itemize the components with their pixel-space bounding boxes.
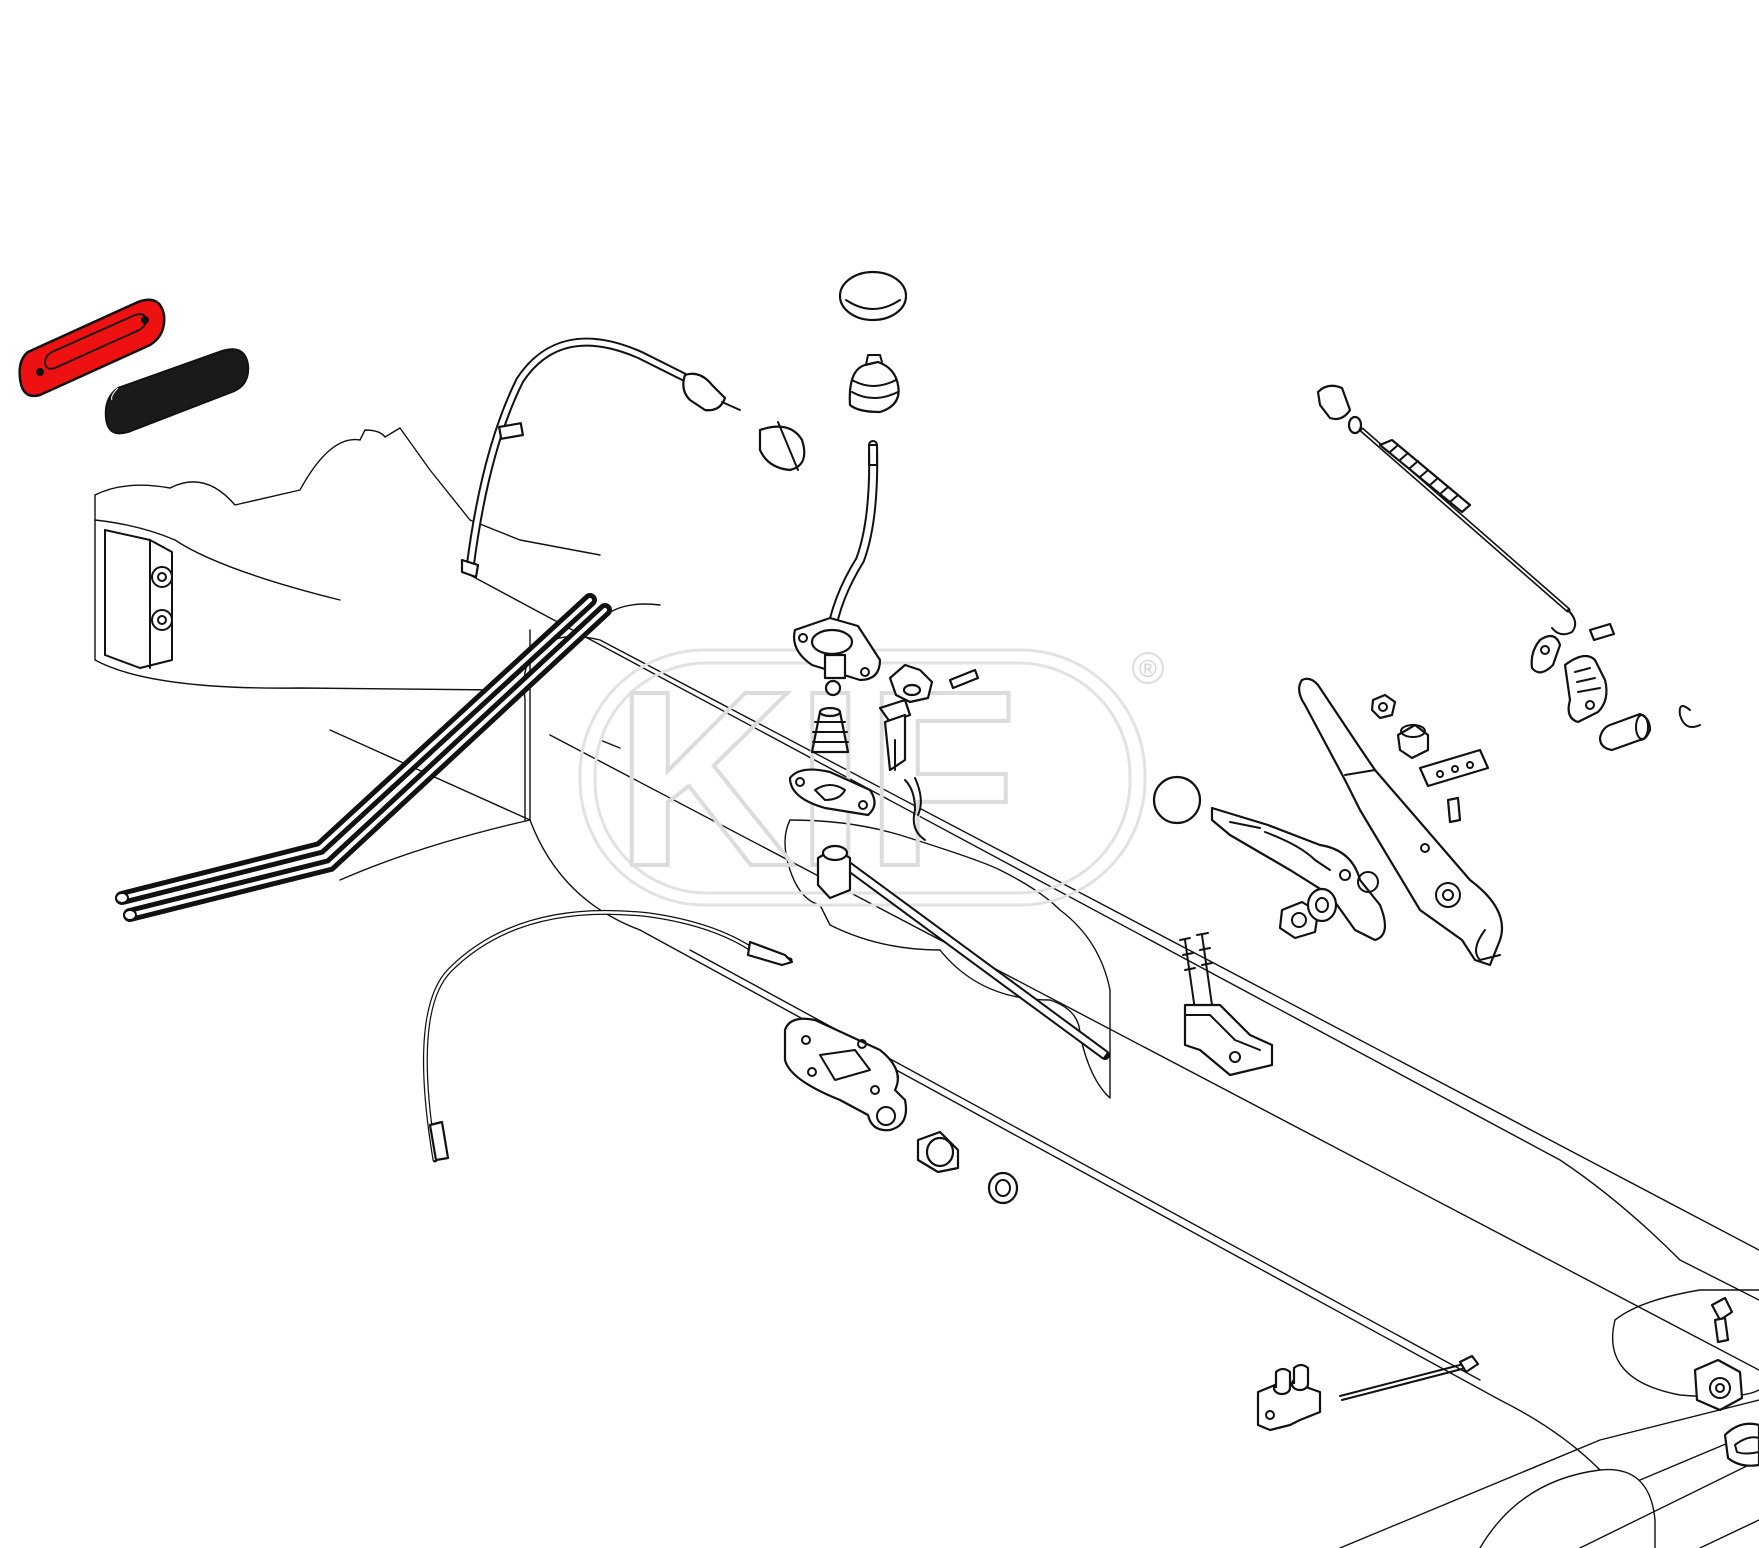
ratchet-lever[interactable]	[1210, 806, 1387, 942]
ratchet-pawl[interactable]	[1530, 634, 1608, 724]
shift-spring[interactable]	[810, 706, 850, 754]
hook-clip[interactable]	[904, 777, 926, 841]
cable-guide-bracket[interactable]	[1179, 932, 1274, 1077]
lock-cylinder[interactable]	[878, 698, 912, 772]
shift-plate[interactable]	[788, 768, 876, 817]
shift-rod-tube[interactable]	[816, 844, 1110, 1060]
heater-cable[interactable]	[422, 909, 794, 1163]
star-knob[interactable]	[888, 663, 934, 704]
push-rod-pin[interactable]	[1339, 1354, 1480, 1401]
retaining-ring[interactable]	[987, 1171, 1019, 1205]
gearshift-knob-cap[interactable]	[838, 270, 908, 322]
registered-mark: ®	[1139, 656, 1157, 683]
spacer-sleeve[interactable]	[1396, 723, 1430, 760]
roll-pin[interactable]	[948, 668, 980, 690]
slotted-cap[interactable]	[1723, 1422, 1759, 1467]
washer[interactable]	[1306, 887, 1338, 923]
dowel-pin[interactable]	[1588, 622, 1616, 642]
circlip[interactable]	[1678, 705, 1701, 728]
cover-plate-black[interactable]	[104, 348, 250, 435]
lock-plate[interactable]	[1418, 748, 1490, 788]
gear-shift-lever[interactable]	[793, 440, 882, 697]
gearshift-boot[interactable]	[848, 354, 900, 414]
frame-tunnel	[94, 427, 1759, 1548]
handbrake-lever[interactable]	[1298, 677, 1504, 967]
pin-sleeve[interactable]	[1598, 712, 1652, 752]
hex-nut-small[interactable]	[1370, 693, 1397, 720]
choke-cable[interactable]	[460, 337, 806, 579]
reflector-plate-red[interactable]	[18, 298, 166, 398]
mounting-flange[interactable]	[783, 1017, 908, 1132]
connector-block[interactable]	[1256, 1363, 1322, 1432]
ball-joint[interactable]	[1152, 775, 1202, 825]
grease-nipple[interactable]	[1710, 1296, 1734, 1344]
bushing[interactable]	[916, 1130, 960, 1174]
adjuster-nut[interactable]	[1693, 1358, 1744, 1412]
handbrake-rod[interactable]	[1316, 384, 1577, 636]
kif-watermark-logo: KIF ®	[578, 637, 1164, 920]
heater-tubes[interactable]	[115, 593, 612, 922]
